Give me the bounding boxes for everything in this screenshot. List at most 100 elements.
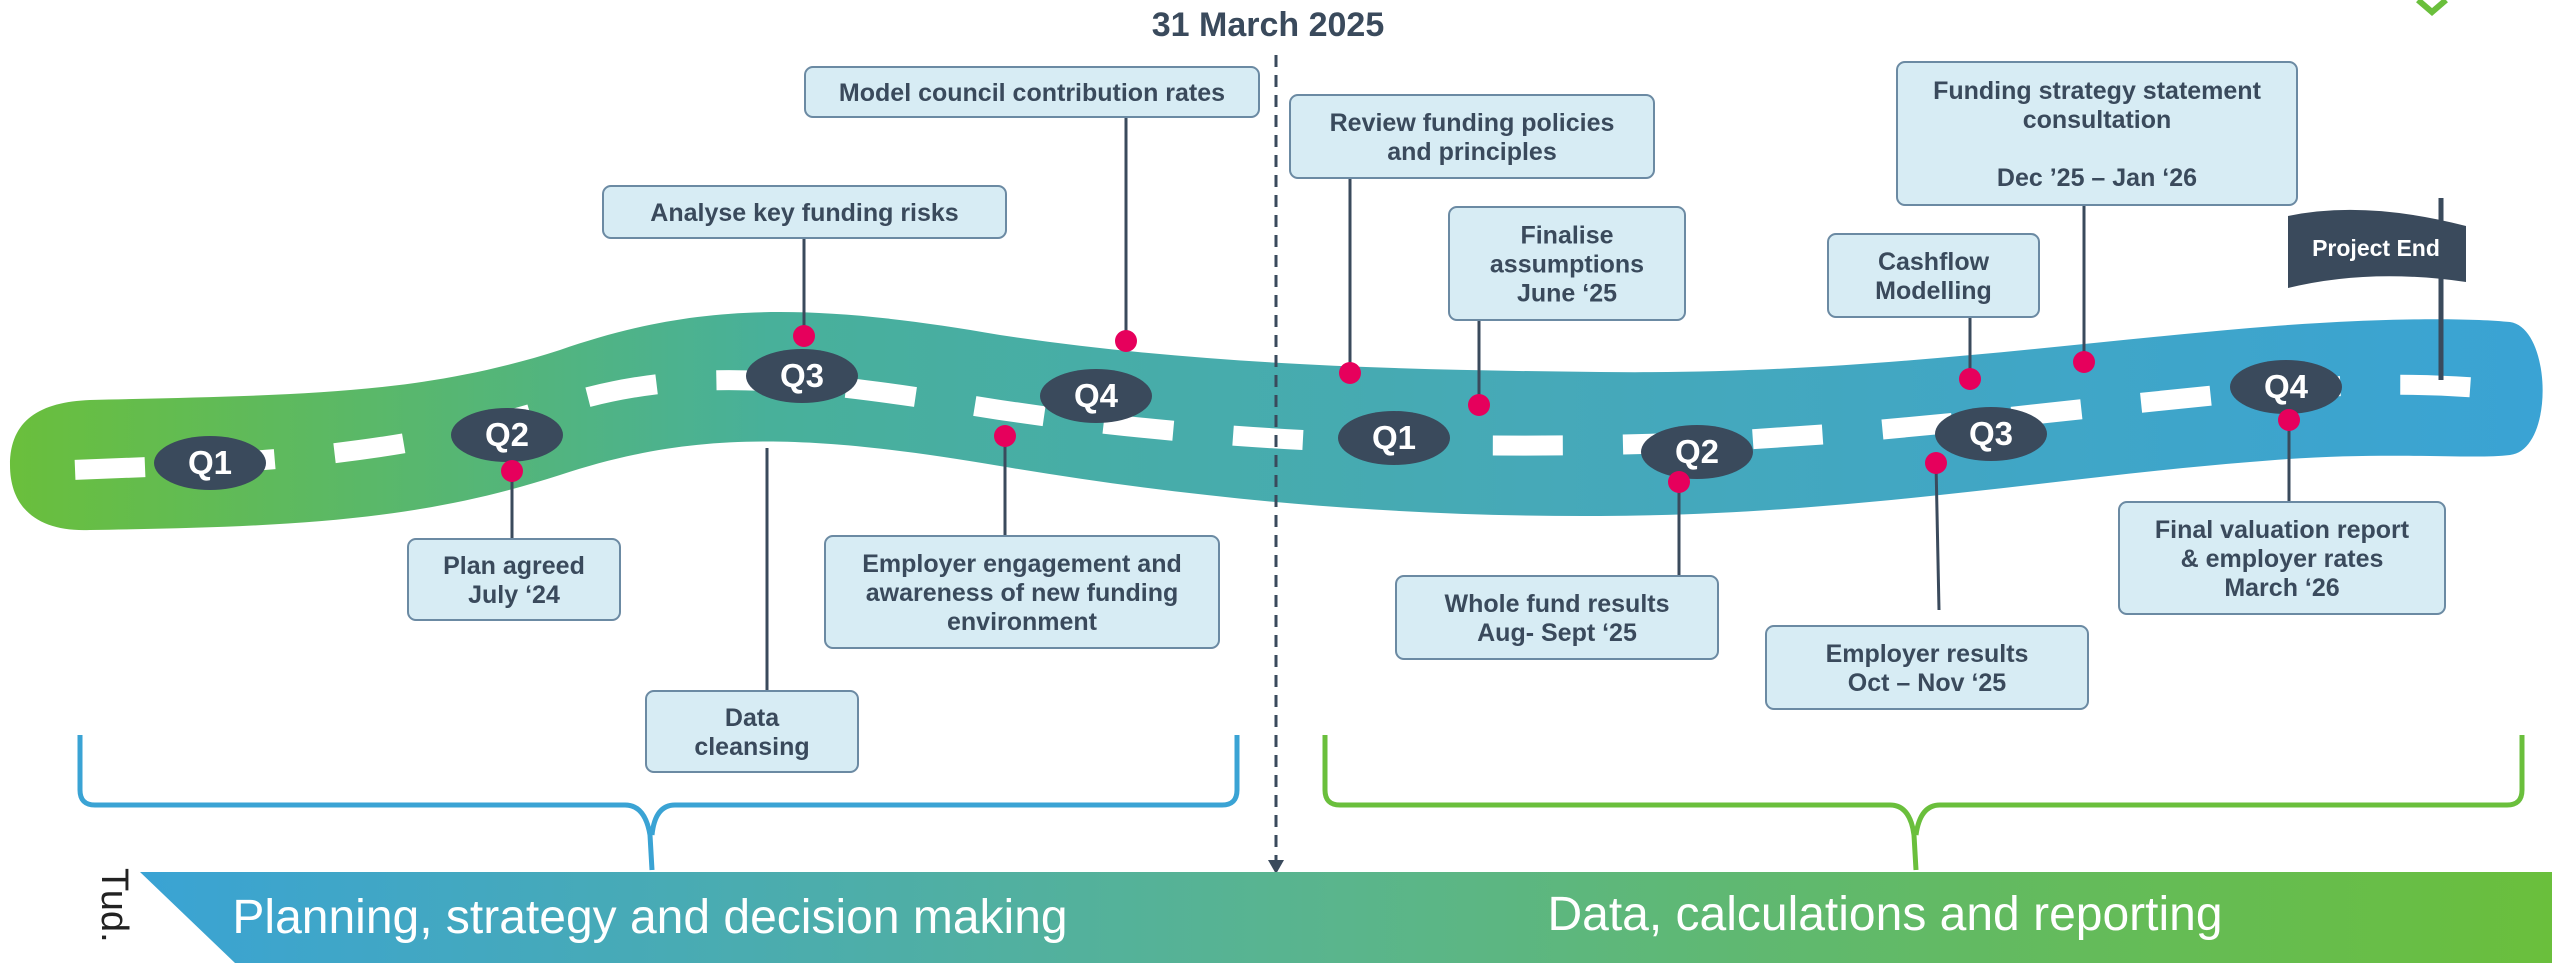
box-text-line: Plan agreed: [443, 552, 585, 580]
milestone-dot: [2278, 409, 2300, 431]
box-background: [602, 185, 1007, 239]
box-text-line: cleansing: [694, 733, 809, 761]
quarter-label: Q4: [2264, 368, 2309, 405]
milestone-dot: [1339, 362, 1361, 384]
box-text-line: July ‘24: [468, 581, 560, 609]
box-text-line: Analyse key funding risks: [650, 199, 958, 227]
box-background: [1896, 61, 2298, 206]
box-background: [645, 690, 859, 773]
quarter-label: Q2: [1675, 433, 1719, 470]
milestone-boxes: Model council contribution ratesAnalyse …: [407, 61, 2446, 773]
box-text-line: and principles: [1387, 138, 1556, 166]
quarter-pill-shape: [451, 408, 563, 462]
box-text-line: environment: [947, 608, 1098, 636]
connector-line: [1934, 462, 1941, 611]
box-text-line: June ‘25: [1517, 280, 1617, 308]
milestone-box-final-report: Final valuation report& employer ratesMa…: [2118, 501, 2446, 615]
quarter-pill-shape: [154, 436, 266, 490]
connector-lines: [510, 117, 2291, 691]
milestone-box-analyse-risks: Analyse key funding risks: [602, 185, 1007, 239]
quarter-pill-4: Q4: [1040, 369, 1152, 423]
quarter-pill-6: Q2: [1641, 425, 1753, 479]
box-text-line: Finalise: [1520, 222, 1613, 250]
quarter-label: Q3: [780, 357, 824, 394]
date-marker-arrow-icon: [1268, 860, 1284, 874]
quarter-pill-5: Q1: [1338, 411, 1450, 465]
flag-label: Project End: [2312, 235, 2440, 261]
box-text-line: & employer rates: [2181, 545, 2384, 573]
box-background: [1448, 206, 1686, 321]
milestone-dot: [1668, 471, 1690, 493]
quarter-pill-shape: [1338, 411, 1450, 465]
box-text-line: Final valuation report: [2155, 516, 2410, 544]
box-text-line: awareness of new funding: [866, 579, 1179, 607]
milestone-dot: [1959, 368, 1981, 390]
quarter-pill-shape: [1040, 369, 1152, 423]
flag-icon: [2288, 209, 2466, 288]
box-background: [804, 66, 1260, 118]
milestone-dot: [1115, 330, 1137, 352]
box-background: [2118, 501, 2446, 615]
milestone-dot: [994, 425, 1016, 447]
milestone-box-funding-strategy: Funding strategy statementconsultationDe…: [1896, 61, 2298, 206]
box-text-line: Funding strategy statement: [1933, 77, 2261, 105]
box-text-line: Employer engagement and: [862, 550, 1182, 578]
quarter-label: Q2: [485, 416, 529, 453]
milestone-box-model-rates: Model council contribution rates: [804, 66, 1260, 118]
box-text-line: Review funding policies: [1330, 109, 1615, 137]
box-background: [1765, 625, 2089, 710]
milestone-dot: [793, 325, 815, 347]
quarter-label: Q1: [1372, 419, 1416, 456]
phase-band: [140, 872, 2552, 963]
box-background: [1827, 233, 2040, 318]
box-text-line: consultation: [2023, 106, 2172, 134]
quarter-pill-8: Q4: [2230, 360, 2342, 414]
milestone-dot: [2073, 351, 2095, 373]
quarter-pill-shape: [746, 349, 858, 403]
milestone-dot: [501, 460, 523, 482]
box-background: [407, 538, 621, 621]
quarter-pill-2: Q2: [451, 408, 563, 462]
quarter-pill-shape: [2230, 360, 2342, 414]
quarter-label: Q3: [1969, 415, 2013, 452]
milestone-dot: [1925, 452, 1947, 474]
box-text-line: Model council contribution rates: [839, 79, 1225, 107]
box-text-line: Dec ’25 – Jan ‘26: [1997, 164, 2197, 192]
side-text: Tud.: [93, 868, 135, 943]
box-background: [824, 535, 1220, 649]
quarter-label: Q4: [1074, 377, 1119, 414]
box-text-line: Cashflow: [1878, 248, 1990, 276]
box-text-line: assumptions: [1490, 251, 1644, 279]
milestone-dots: [501, 325, 2300, 493]
quarter-pill-shape: [1641, 425, 1753, 479]
phase-label-left: Planning, strategy and decision making: [232, 891, 1067, 944]
project-end-flag: Project End: [2288, 198, 2466, 380]
quarter-pill-7: Q3: [1935, 407, 2047, 461]
box-text-line: March ‘26: [2224, 574, 2339, 602]
corner-check-icon: [2416, 0, 2448, 16]
box-text-line: Aug- Sept ‘25: [1477, 619, 1637, 647]
box-text-line: Employer results: [1826, 640, 2029, 668]
quarter-label: Q1: [188, 444, 232, 481]
box-background: [1395, 575, 1719, 660]
quarter-pill-3: Q3: [746, 349, 858, 403]
box-text-line: Whole fund results: [1445, 590, 1670, 618]
date-label: 31 March 2025: [1152, 6, 1385, 44]
box-background: [1289, 94, 1655, 179]
phase-brace-right: [1322, 735, 2525, 871]
quarter-pill-shape: [1935, 407, 2047, 461]
box-text-line: Oct – Nov ‘25: [1848, 669, 2006, 697]
box-text-line: Modelling: [1875, 277, 1992, 305]
box-text-line: Data: [725, 704, 780, 732]
phase-label-right: Data, calculations and reporting: [1547, 888, 2222, 941]
